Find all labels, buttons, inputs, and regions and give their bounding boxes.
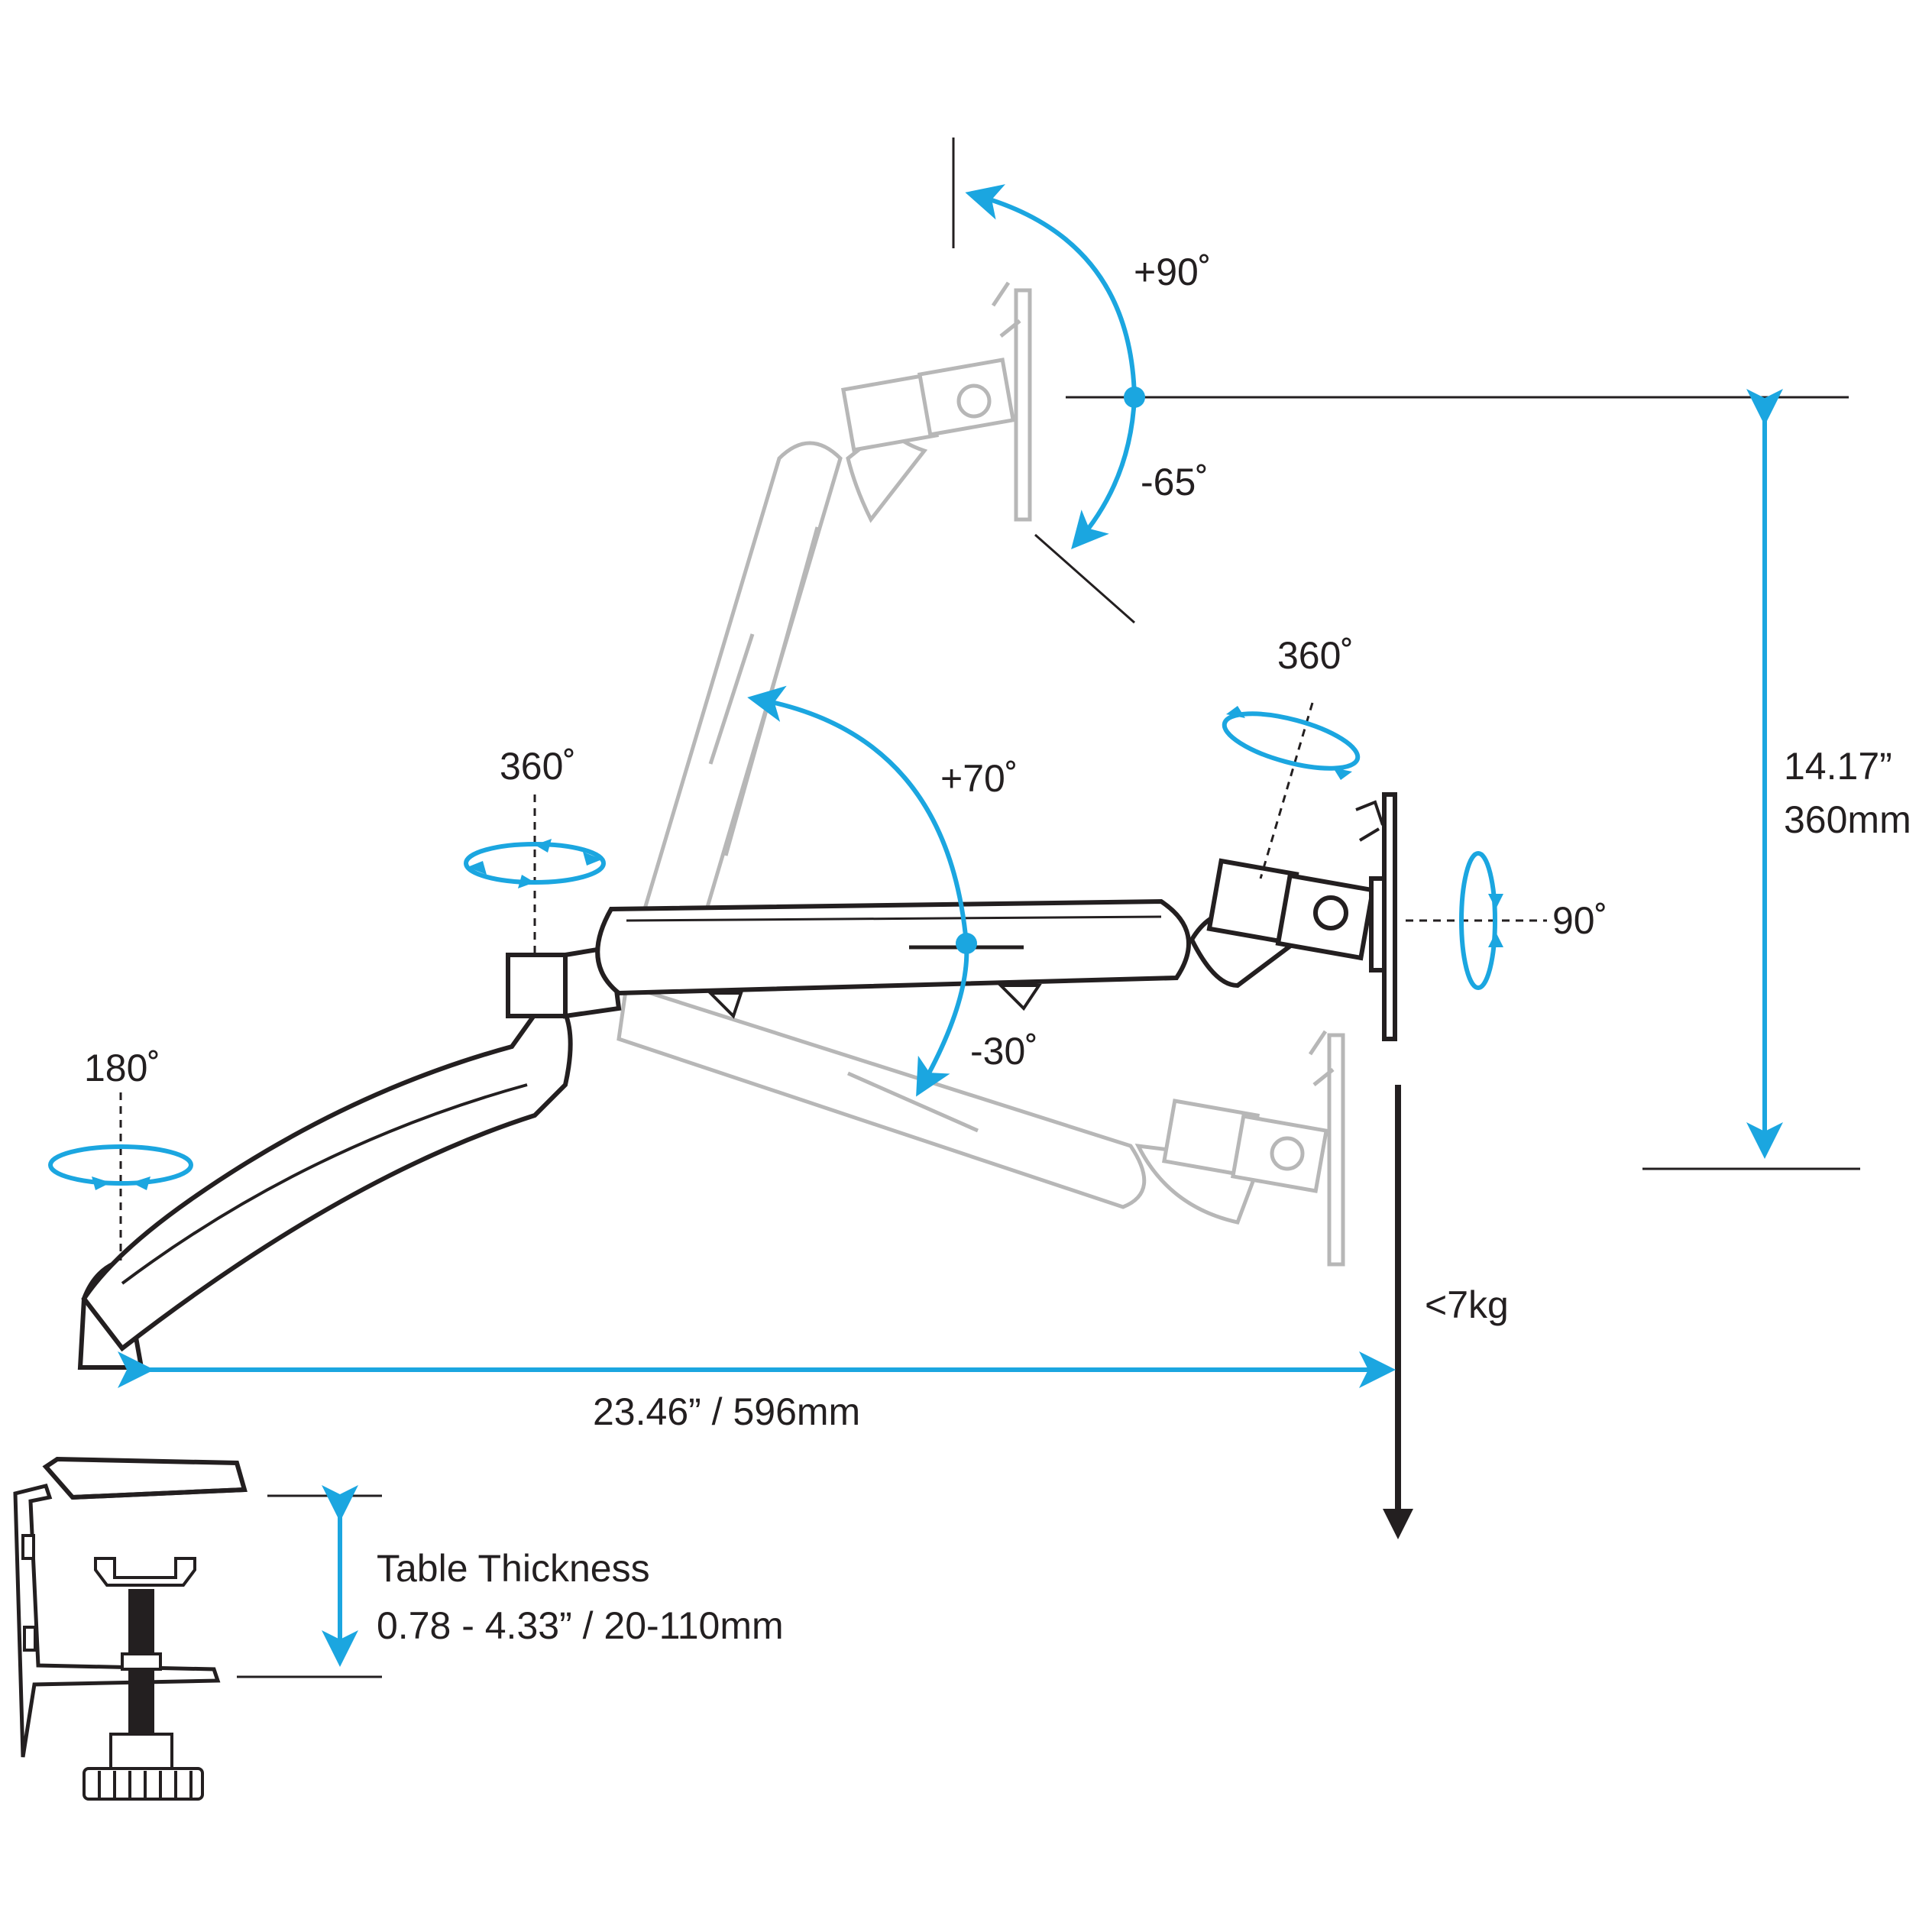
base-swivel-ellipse — [48, 1144, 193, 1186]
head-swivel-label: 360˚ — [1277, 634, 1354, 677]
desk-clamp — [13, 1484, 221, 1801]
labels: +90˚ -65˚ 360˚ 360˚ +70˚ -30˚ 90˚ 180˚ 1… — [84, 251, 1911, 1647]
arm-down-arc — [916, 943, 969, 1097]
head-swivel-ellipse — [1222, 711, 1361, 771]
table-thickness-title: Table Thickness — [377, 1547, 650, 1590]
weight-label: <7kg — [1425, 1283, 1509, 1326]
arm-down-label: -30˚ — [970, 1030, 1038, 1073]
motion-indicators — [48, 184, 1783, 1667]
table-thickness-range: 0.78 - 4.33” / 20-110mm — [377, 1604, 784, 1647]
arm-raised-position — [623, 281, 1032, 976]
rotate-ellipse — [1459, 851, 1497, 990]
arm-lowered-position — [616, 982, 1345, 1267]
tilt-down-arc — [1071, 396, 1137, 550]
tilt-pivot-dot — [1124, 387, 1145, 408]
arm-up-arc — [747, 685, 969, 944]
tilt-up-label: +90˚ — [1134, 251, 1211, 293]
elbow-swivel-label: 360˚ — [500, 745, 576, 788]
height-mm-label: 360mm — [1784, 798, 1911, 841]
tilt-up-arc — [965, 184, 1137, 398]
height-inches-label: 14.17” — [1784, 745, 1892, 788]
reach-label: 23.46” / 596mm — [593, 1390, 860, 1433]
base-swivel-label: 180˚ — [84, 1047, 160, 1089]
arm-up-label: +70˚ — [940, 757, 1018, 800]
arm-pivot-dot — [956, 933, 977, 954]
weight-arrow — [1383, 1085, 1413, 1539]
main-arm — [42, 792, 1397, 1500]
rotate-label: 90˚ — [1552, 899, 1607, 942]
tilt-down-label: -65˚ — [1141, 461, 1209, 503]
